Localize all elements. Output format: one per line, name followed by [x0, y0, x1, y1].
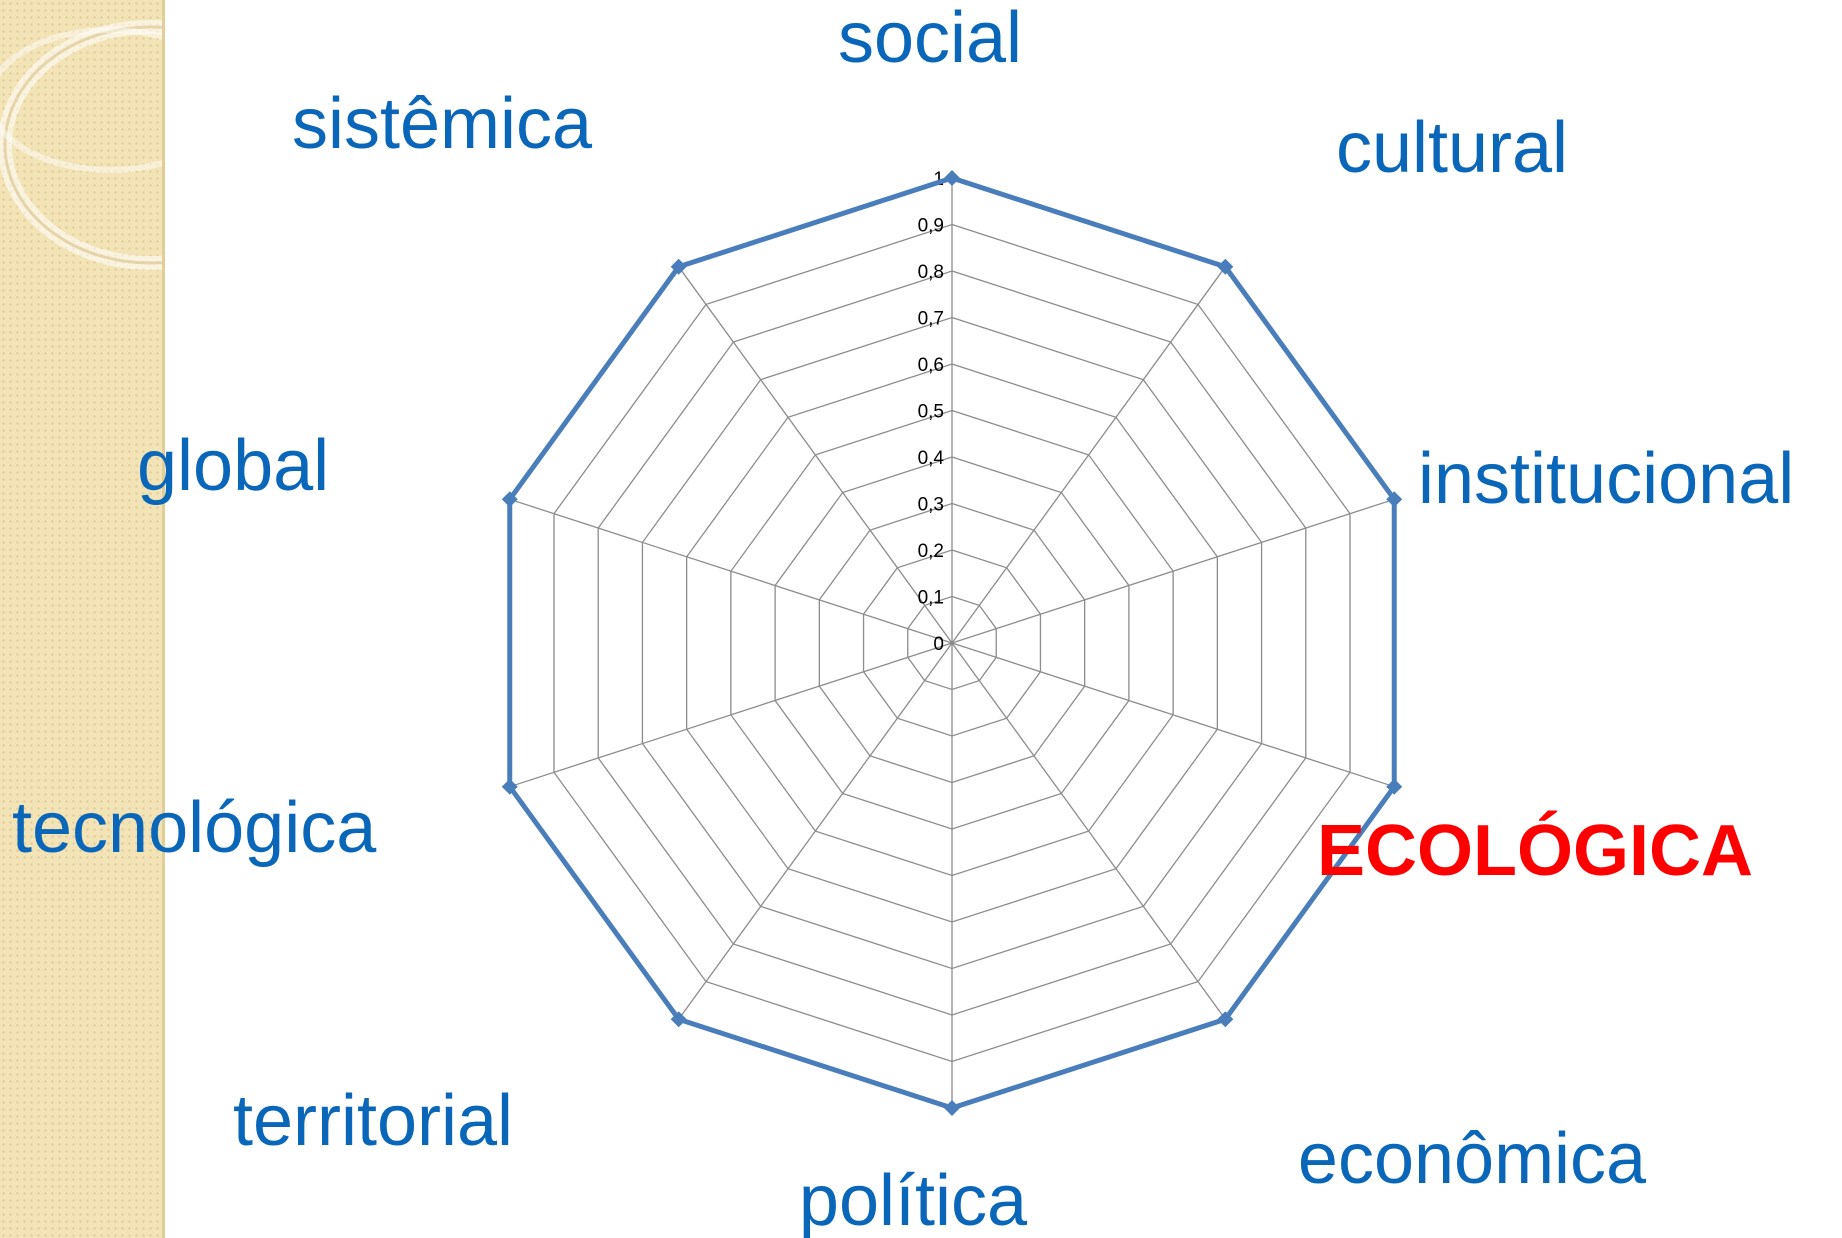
- series-point: [501, 491, 518, 508]
- series-point: [1217, 258, 1234, 275]
- radial-tick-label: 0,1: [918, 588, 944, 609]
- series-point: [670, 1011, 687, 1028]
- grid-spoke: [678, 642, 953, 1020]
- radial-tick-label: 1: [933, 169, 944, 190]
- category-label: política: [799, 1161, 1028, 1238]
- radar-series: [501, 170, 1403, 1116]
- radial-tick-label: 0,8: [918, 262, 944, 283]
- radar-grid: [509, 177, 1395, 1109]
- radial-tick-labels: 0 0,1 0,2 0,3 0,4 0,5 0,6 0,7 0,8 0,9 1: [918, 169, 945, 655]
- category-label: social: [838, 0, 1022, 78]
- series-point: [501, 778, 518, 795]
- category-label: cultural: [1336, 108, 1568, 188]
- radial-tick-label: 0,9: [918, 216, 944, 237]
- category-label: territorial: [233, 1081, 513, 1161]
- decorative-sidebar: [0, 0, 165, 1238]
- series-point: [670, 258, 687, 275]
- radial-tick-label: 0,5: [918, 402, 944, 423]
- series-point: [1386, 491, 1403, 508]
- grid-spoke: [509, 642, 953, 788]
- category-label: tecnológica: [12, 788, 377, 868]
- grid-spoke: [951, 642, 1395, 788]
- series-point: [944, 1100, 960, 1116]
- category-label: econômica: [1298, 1119, 1647, 1199]
- ring-ornament-icon: [0, 20, 162, 270]
- category-label: ECOLÓGICA: [1317, 810, 1753, 891]
- radial-tick-label: 0,7: [918, 309, 944, 330]
- category-label: institucional: [1418, 439, 1794, 519]
- series-point: [944, 170, 960, 186]
- radial-tick-label: 0,4: [918, 448, 945, 469]
- category-label: global: [137, 426, 329, 506]
- grid-spoke: [951, 642, 1226, 1020]
- radial-tick-label: 0,3: [918, 495, 944, 516]
- radial-tick-label: 0,6: [918, 355, 944, 376]
- category-label: sistêmica: [292, 84, 593, 164]
- grid-spoke: [951, 266, 1226, 644]
- grid-spoke: [951, 498, 1395, 644]
- radial-tick-label: 0,2: [918, 541, 944, 562]
- series-point: [1386, 778, 1403, 795]
- grid-spoke: [678, 266, 953, 644]
- series-point: [1217, 1011, 1234, 1028]
- radial-tick-label: 0: [933, 634, 944, 655]
- grid-spoke: [509, 498, 953, 644]
